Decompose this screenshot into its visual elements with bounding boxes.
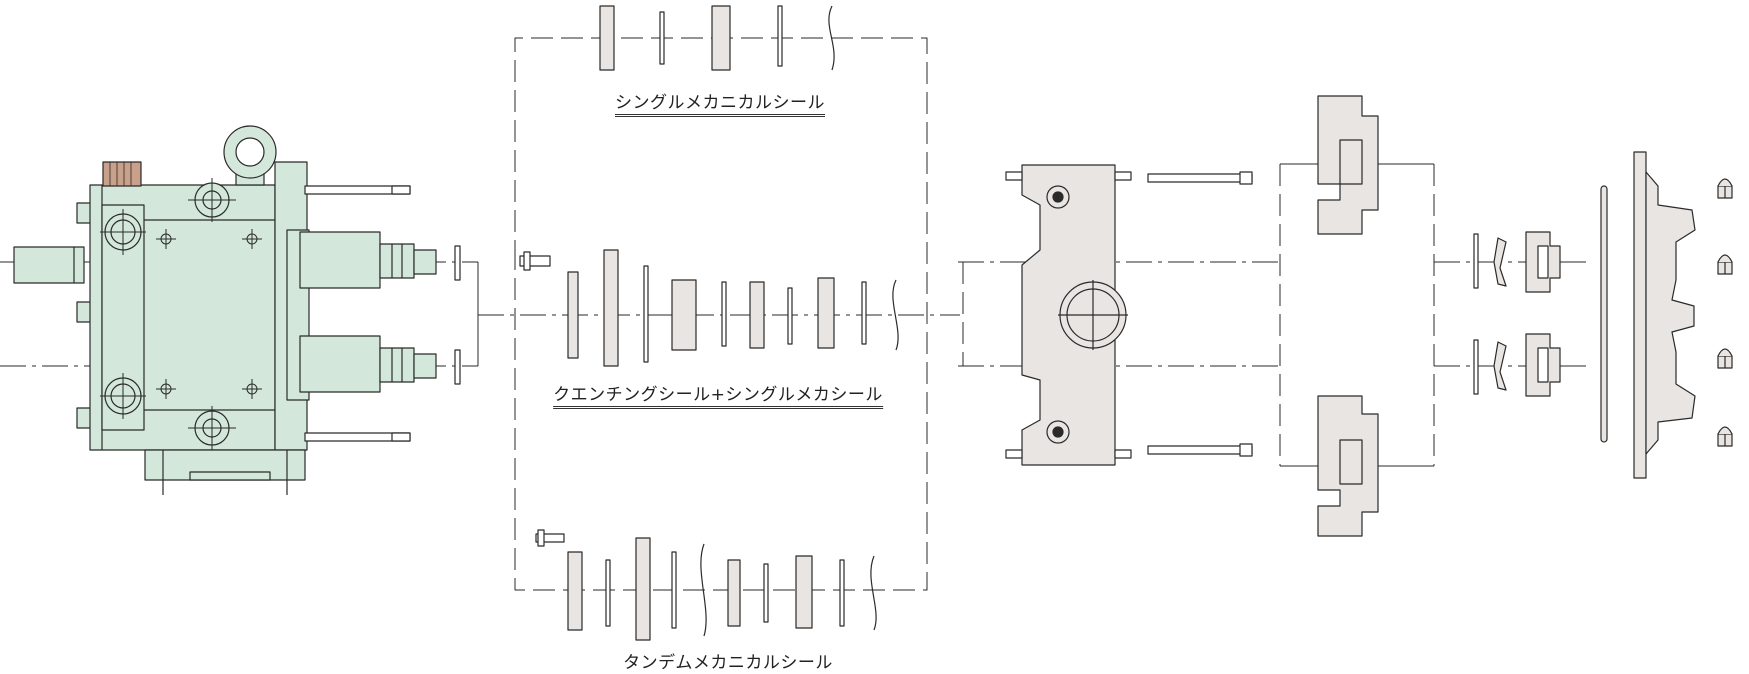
label-tandem-mechanical-seal: タンデムメカニカルシール: [623, 653, 833, 673]
label-quench-single-seal: クエンチングシール+シングルメカシール: [553, 380, 883, 409]
single-mechanical-seal-parts: [599, 5, 835, 71]
gear-parts: [1473, 231, 1561, 397]
pump-housing: [13, 125, 461, 495]
quench-single-seal-parts: [519, 249, 899, 367]
front-cover: [1600, 151, 1696, 479]
cap-nuts: [1717, 178, 1733, 447]
rotor-parts: [1317, 95, 1379, 537]
pump-casing: [1005, 164, 1253, 466]
tandem-mechanical-seal-parts: [535, 529, 877, 641]
seal-option-frame: [514, 37, 1435, 591]
label-single-mechanical-seal: シングルメカニカルシール: [615, 88, 825, 117]
